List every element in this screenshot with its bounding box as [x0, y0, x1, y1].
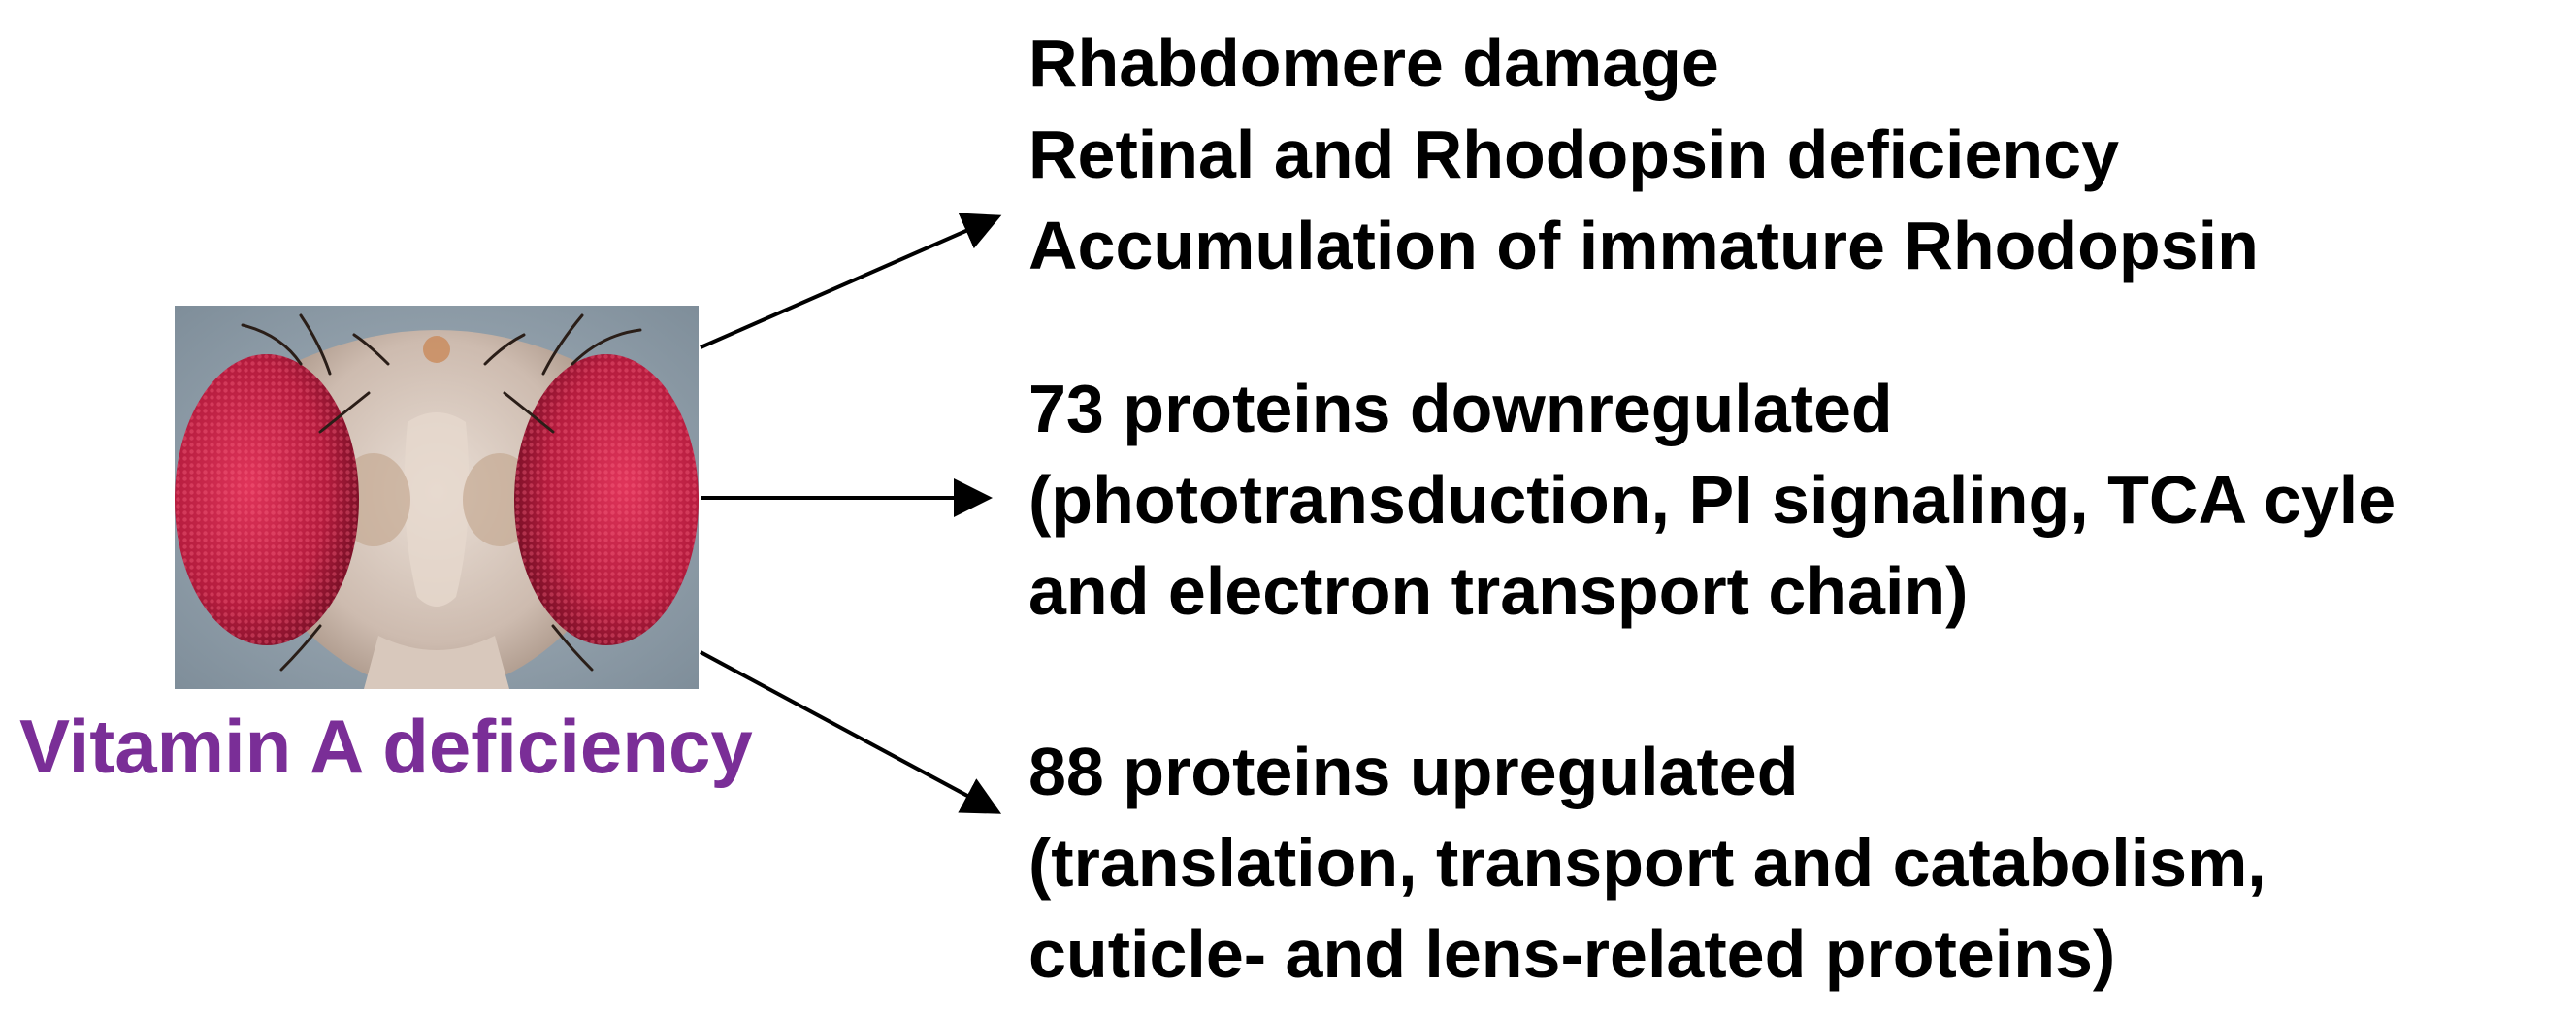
outcome-line: 88 proteins upregulated [1028, 734, 1799, 809]
outcome-block-damage: Rhabdomere damage Retinal and Rhodopsin … [1028, 17, 2259, 291]
fly-head-photo [175, 306, 699, 689]
outcome-block-downregulated: 73 proteins downregulated (phototransduc… [1028, 363, 2396, 637]
arrow-to-outcome-1 [700, 213, 1002, 349]
outcome-block-upregulated: 88 proteins upregulated (translation, tr… [1028, 726, 2266, 1000]
outcome-line: (phototransduction, PI signaling, TCA cy… [1028, 462, 2397, 538]
fly-head-icon [175, 306, 699, 689]
outcome-line: and electron transport chain) [1028, 553, 1969, 629]
outcome-line: (translation, transport and catabolism, [1028, 825, 2266, 901]
outcome-line: 73 proteins downregulated [1028, 371, 1893, 446]
outcome-line: Rhabdomere damage [1028, 25, 1719, 101]
outcome-line: Retinal and Rhodopsin deficiency [1028, 116, 2120, 192]
figure-caption: Vitamin A deficiency [19, 704, 753, 789]
outcome-line: cuticle- and lens-related proteins) [1028, 916, 2116, 992]
outcome-line: Accumulation of immature Rhodopsin [1028, 208, 2259, 283]
arrow-to-outcome-3 [700, 650, 1002, 814]
